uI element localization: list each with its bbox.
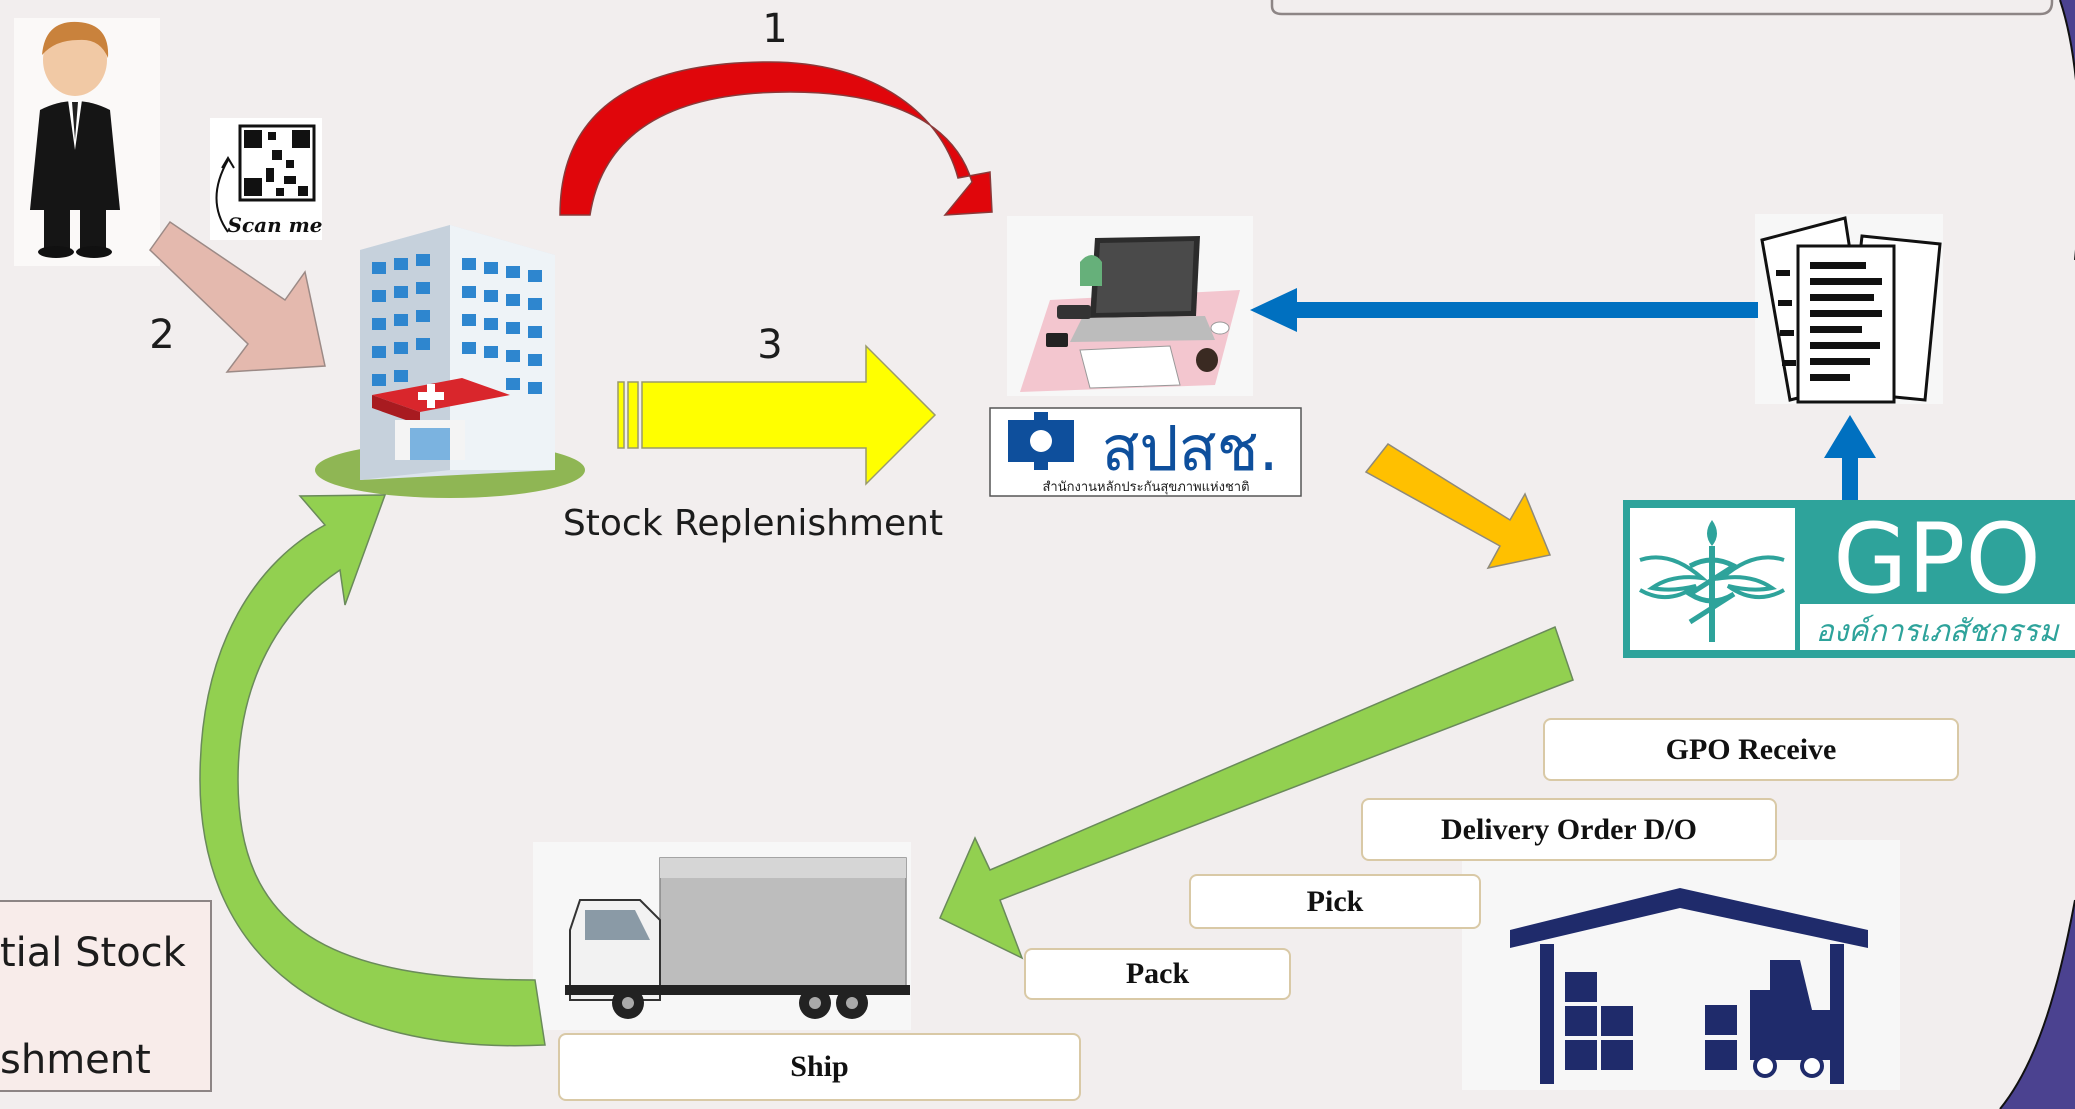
gpo-logo [1623,500,2075,658]
gpo-subtitle: องค์การเภสัชกรรม [1816,614,2061,649]
gpo-receive-box: GPO Receive [1543,718,1959,781]
green-arrow-to-truck [939,625,1574,960]
person-illustration [14,18,160,266]
red-arc-arrow [559,61,993,216]
nhso-name: สปสช. [1102,412,1279,485]
nhso-subtitle: สำนักงานหลักประกันสุขภาพแห่งชาติ [1042,480,1249,495]
nhso-logo [989,407,1302,497]
pack-box: Pack [1024,948,1291,1000]
step-3-label: 3 [757,322,782,368]
delivery-order-box: Delivery Order D/O [1361,798,1777,861]
gpo-name: GPO [1833,503,2041,615]
documents-icon [1755,214,1943,404]
legend-box: tial Stock shment [0,900,212,1092]
pick-box: Pick [1189,874,1481,929]
step-2-label: 2 [149,312,174,358]
laptop-desk-icon [1007,216,1253,396]
hospital-building-icon [315,225,585,498]
top-frame [1270,0,2054,16]
qr-code-icon [210,118,322,240]
legend-line-1: tial Stock [0,930,186,976]
step-1-label: 1 [762,6,787,52]
slide-decoration-top [2060,0,2075,260]
truck-icon [533,842,911,1030]
blue-arrow-up [1824,415,1876,500]
ship-box: Ship [558,1033,1081,1101]
blue-arrow-left [1250,288,1758,332]
orange-arrow [1364,443,1552,570]
pink-arrow [149,220,326,373]
slide-decoration-bottom [2000,900,2075,1109]
yellow-arrow [617,344,937,486]
qr-caption: Scan me [228,213,323,237]
green-curved-arrow-to-hospital [199,494,546,1047]
warehouse-icon [1462,840,1900,1090]
legend-line-2: shment [0,1037,151,1083]
stock-replenishment-label: Stock Replenishment [563,503,943,544]
